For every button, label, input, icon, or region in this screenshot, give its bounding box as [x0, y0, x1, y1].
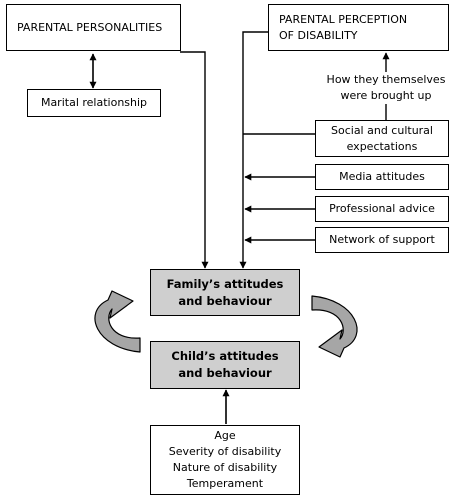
child-factors-box: Age Severity of disability Nature of dis… — [150, 425, 300, 495]
professional-advice-label: Professional advice — [329, 202, 435, 215]
child-attitudes-label: Child’s attitudes and behaviour — [171, 349, 279, 380]
parental-personalities-box: PARENTAL PERSONALITIES — [6, 4, 181, 51]
cycle-arrow-right — [311, 295, 358, 358]
brought-up-label: How they themselves were brought up — [318, 72, 454, 104]
cycle-arrow-left — [94, 290, 141, 353]
child-factors-label: Age Severity of disability Nature of dis… — [168, 429, 282, 490]
child-attitudes-box: Child’s attitudes and behaviour — [150, 341, 300, 389]
media-attitudes-box: Media attitudes — [315, 164, 449, 190]
personalities-to-family-arrow — [180, 51, 209, 269]
parental-perception-box: PARENTAL PERCEPTION OF DISABILITY — [268, 4, 449, 51]
parental-personalities-label: PARENTAL PERSONALITIES — [17, 20, 163, 34]
family-attitudes-box: Family’s attitudes and behaviour — [150, 269, 300, 316]
social-cultural-box: Social and cultural expectations — [315, 120, 449, 157]
perception-to-family-arrow — [239, 31, 268, 269]
marital-relationship-box: Marital relationship — [27, 89, 161, 117]
parental-perception-label: PARENTAL PERCEPTION OF DISABILITY — [279, 12, 408, 42]
family-attitudes-label: Family’s attitudes and behaviour — [166, 276, 284, 308]
professional-advice-box: Professional advice — [315, 196, 449, 222]
social-cultural-label: Social and cultural expectations — [331, 123, 433, 153]
network-support-box: Network of support — [315, 227, 449, 253]
media-attitudes-label: Media attitudes — [339, 170, 425, 183]
marital-relationship-label: Marital relationship — [40, 96, 148, 109]
network-support-label: Network of support — [329, 233, 435, 246]
